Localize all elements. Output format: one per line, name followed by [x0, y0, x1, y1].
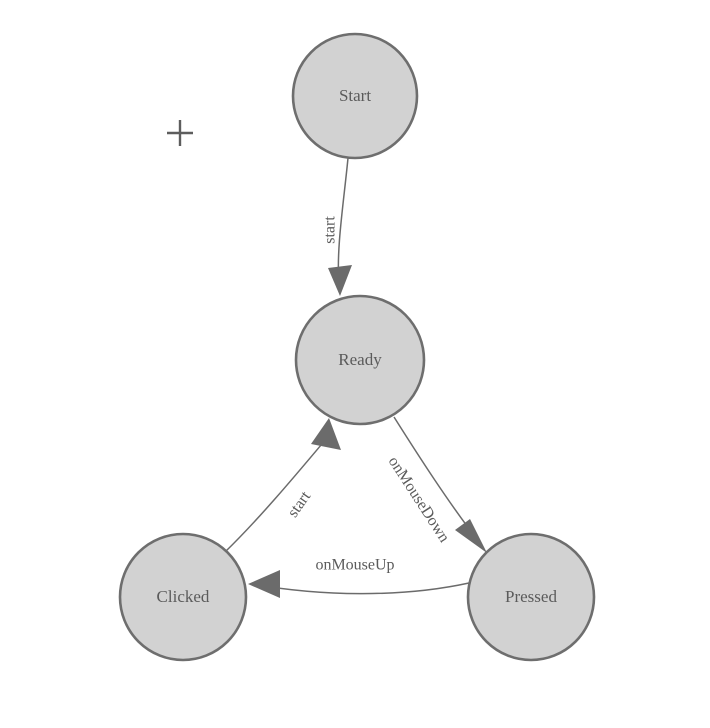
edge-pressed-to-clicked[interactable]: onMouseUp	[248, 557, 470, 598]
node-clicked-label: Clicked	[157, 587, 210, 606]
plus-marker[interactable]	[167, 120, 193, 146]
node-start-label: Start	[339, 86, 371, 105]
edge-clicked-to-ready-path	[224, 431, 333, 553]
node-start-circle[interactable]	[291, 32, 419, 160]
node-ready-circle[interactable]	[294, 294, 426, 426]
node-start[interactable]: Start	[291, 32, 419, 160]
node-clicked-circle[interactable]	[118, 532, 248, 662]
edge-label-start-to-ready: start	[322, 216, 339, 244]
edge-label-clicked-to-ready: start	[284, 488, 314, 521]
edge-start-to-ready-path	[337, 157, 349, 284]
node-pressed[interactable]: Pressed	[466, 532, 596, 662]
edge-ready-to-pressed[interactable]: onMouseDown	[385, 416, 487, 553]
edge-pressed-to-clicked-path	[251, 582, 470, 595]
edge-clicked-to-ready[interactable]: start	[224, 418, 341, 553]
node-pressed-label: Pressed	[505, 587, 557, 606]
edge-start-to-ready-arrowhead	[328, 265, 352, 296]
edge-label-ready-to-pressed: onMouseDown	[385, 454, 453, 546]
node-ready-label: Ready	[338, 350, 382, 369]
edge-start-to-ready[interactable]: start	[322, 157, 352, 296]
edge-clicked-to-ready-arrowhead	[311, 418, 341, 450]
node-pressed-circle[interactable]	[466, 532, 596, 662]
edge-pressed-to-clicked-arrowhead	[248, 570, 280, 598]
node-clicked[interactable]: Clicked	[118, 532, 248, 662]
edge-ready-to-pressed-arrowhead	[455, 519, 487, 553]
edge-label-pressed-to-clicked: onMouseUp	[315, 557, 394, 574]
node-ready[interactable]: Ready	[294, 294, 426, 426]
